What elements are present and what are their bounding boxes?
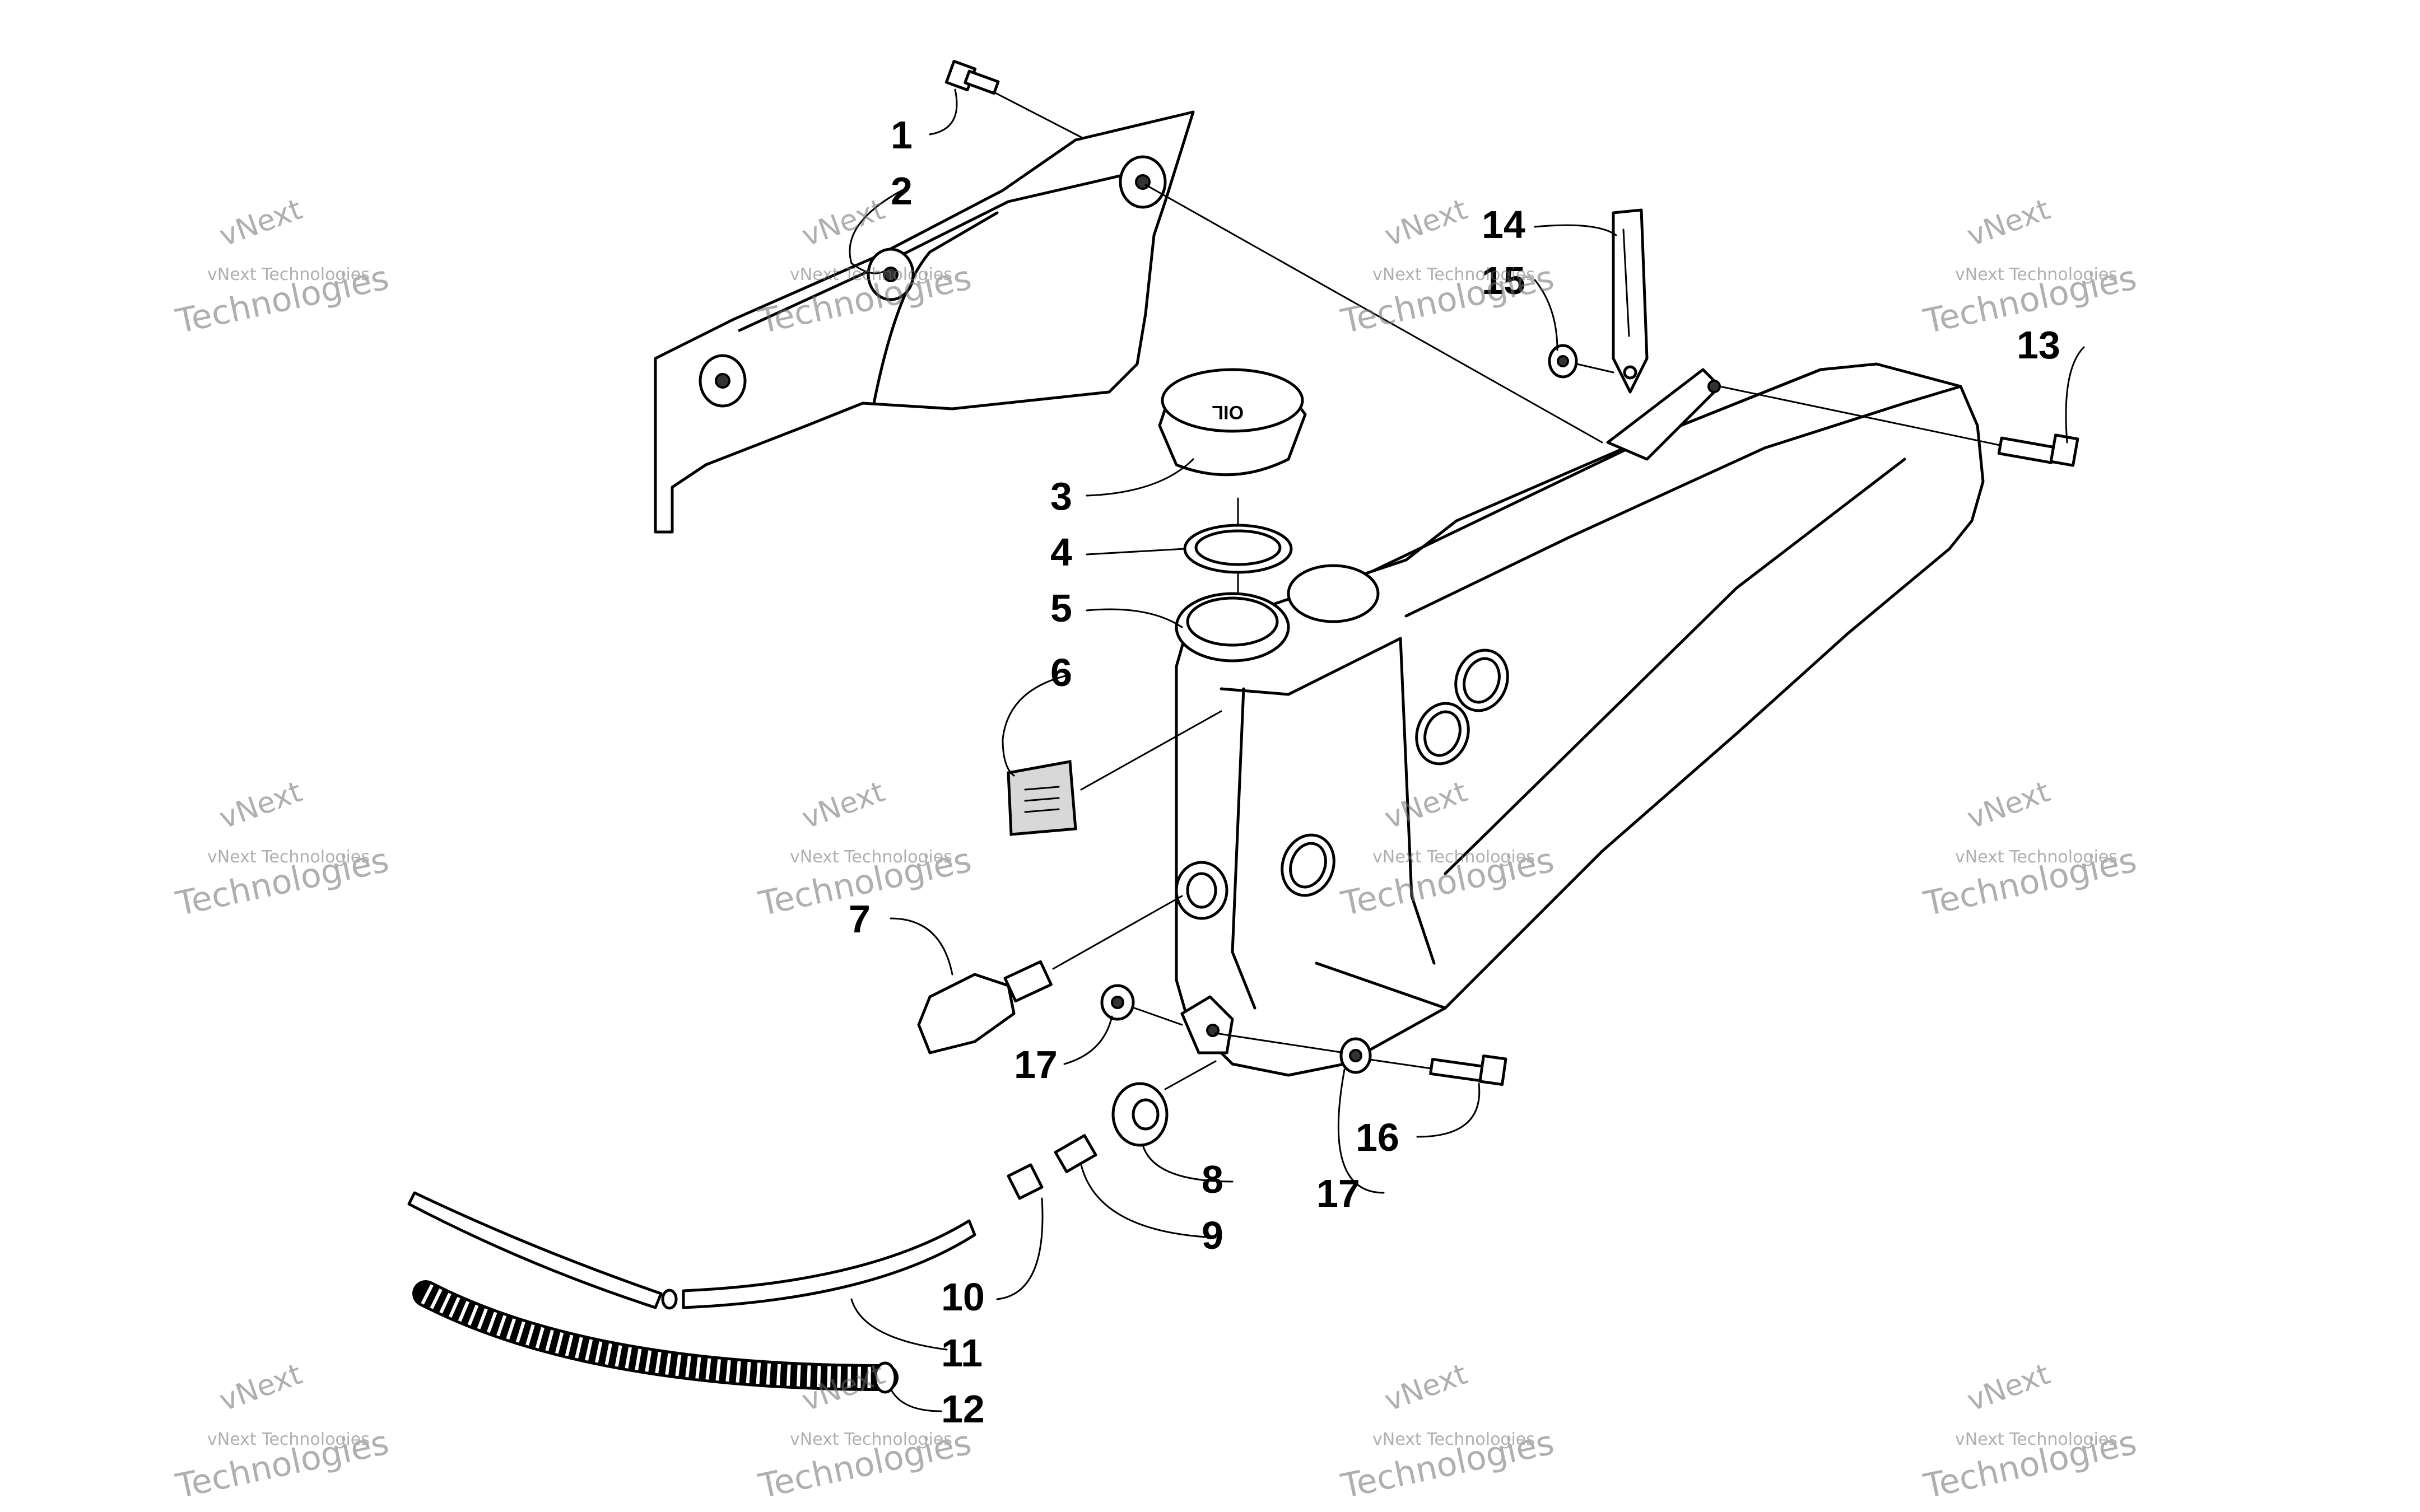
part-label-17-right: 17 (1316, 1172, 1360, 1215)
part-label-15: 15 (1482, 259, 1525, 302)
part-label-11: 11 (941, 1331, 983, 1375)
watermark-vnext-technologies: vNext Technologies (790, 265, 952, 284)
part-label-13: 13 (2017, 323, 2060, 367)
watermark-vnext-technologies: vNext Technologies (1955, 1430, 2118, 1449)
part-label-12: 12 (941, 1387, 985, 1431)
part-label-14: 14 (1482, 203, 1525, 246)
leader-lines (849, 88, 2085, 1412)
watermark-vnext-technologies: vNext Technologies (1372, 847, 1535, 867)
watermark-vnext: vNext (1963, 193, 2054, 253)
part-label-4: 4 (1050, 530, 1072, 574)
o-ring-part-4 (1183, 497, 1293, 595)
bolt-part-1 (944, 59, 1082, 138)
part-label-8: 8 (1202, 1158, 1223, 1201)
watermark-vnext-technologies: vNext Technologies (1372, 265, 1535, 284)
watermark-vnext-technologies: vNext Technologies (790, 847, 952, 867)
oil-tank (1144, 184, 1985, 1077)
hose-part-11 (407, 1191, 976, 1310)
watermark-vnext-technologies: vNext Technologies (1955, 847, 2118, 867)
watermark-vnext-technologies: vNext Technologies (207, 847, 370, 867)
part-label-16: 16 (1356, 1116, 1399, 1159)
clamp-part-10 (1007, 1163, 1044, 1200)
part-label-1: 1 (891, 113, 913, 157)
watermark-vnext: vNext (1380, 1357, 1472, 1418)
part-label-9: 9 (1202, 1214, 1223, 1257)
nut-part-17-right (1339, 1037, 1432, 1074)
watermark-vnext: vNext (1380, 193, 1472, 253)
part-number-labels: 1 2 3 4 5 6 7 8 9 10 11 12 13 14 15 16 1… (849, 113, 2060, 1431)
watermark-vnext-technologies: vNext Technologies (1372, 1430, 1535, 1449)
oil-cap-part-3: OIL (1158, 368, 1307, 477)
watermark-vnext-technologies: vNext Technologies (790, 1430, 952, 1449)
watermark-vnext: vNext (1963, 775, 2054, 836)
heat-shield-bracket (654, 110, 1195, 534)
decal-part-6 (1007, 710, 1222, 836)
part-label-10: 10 (941, 1275, 985, 1319)
nut-part-15 (1548, 344, 1614, 379)
fitting-part-7 (917, 895, 1183, 1054)
fitting-part-9 (1054, 1134, 1097, 1173)
watermark-vnext-technologies: vNext Technologies (207, 265, 370, 284)
part-label-6: 6 (1050, 651, 1072, 694)
watermark-vnext-technologies: vNext Technologies (207, 1430, 370, 1449)
part-label-5: 5 (1050, 586, 1072, 630)
nut-part-17-left (1100, 984, 1183, 1026)
watermark-vnext-technologies: vNext Technologies (1955, 265, 2118, 284)
watermark-vnext: vNext (215, 1357, 306, 1418)
watermark-vnext: vNext (798, 193, 889, 253)
part-label-7: 7 (849, 897, 871, 941)
part-label-17-left: 17 (1014, 1043, 1058, 1086)
svg-text:OIL: OIL (1212, 402, 1244, 423)
spiral-wrap-part-12 (412, 1280, 899, 1394)
grommet-part-8 (1111, 1060, 1217, 1147)
part-label-3: 3 (1050, 474, 1072, 518)
part-label-2: 2 (891, 169, 913, 213)
watermark-vnext: vNext (1963, 1357, 2054, 1418)
watermark-vnext: vNext (798, 775, 889, 836)
watermark-vnext: vNext (215, 775, 306, 836)
strap-part-14 (1612, 208, 1649, 394)
bolt-part-16 (1214, 1032, 1507, 1086)
watermark-vnext: vNext (215, 193, 306, 253)
